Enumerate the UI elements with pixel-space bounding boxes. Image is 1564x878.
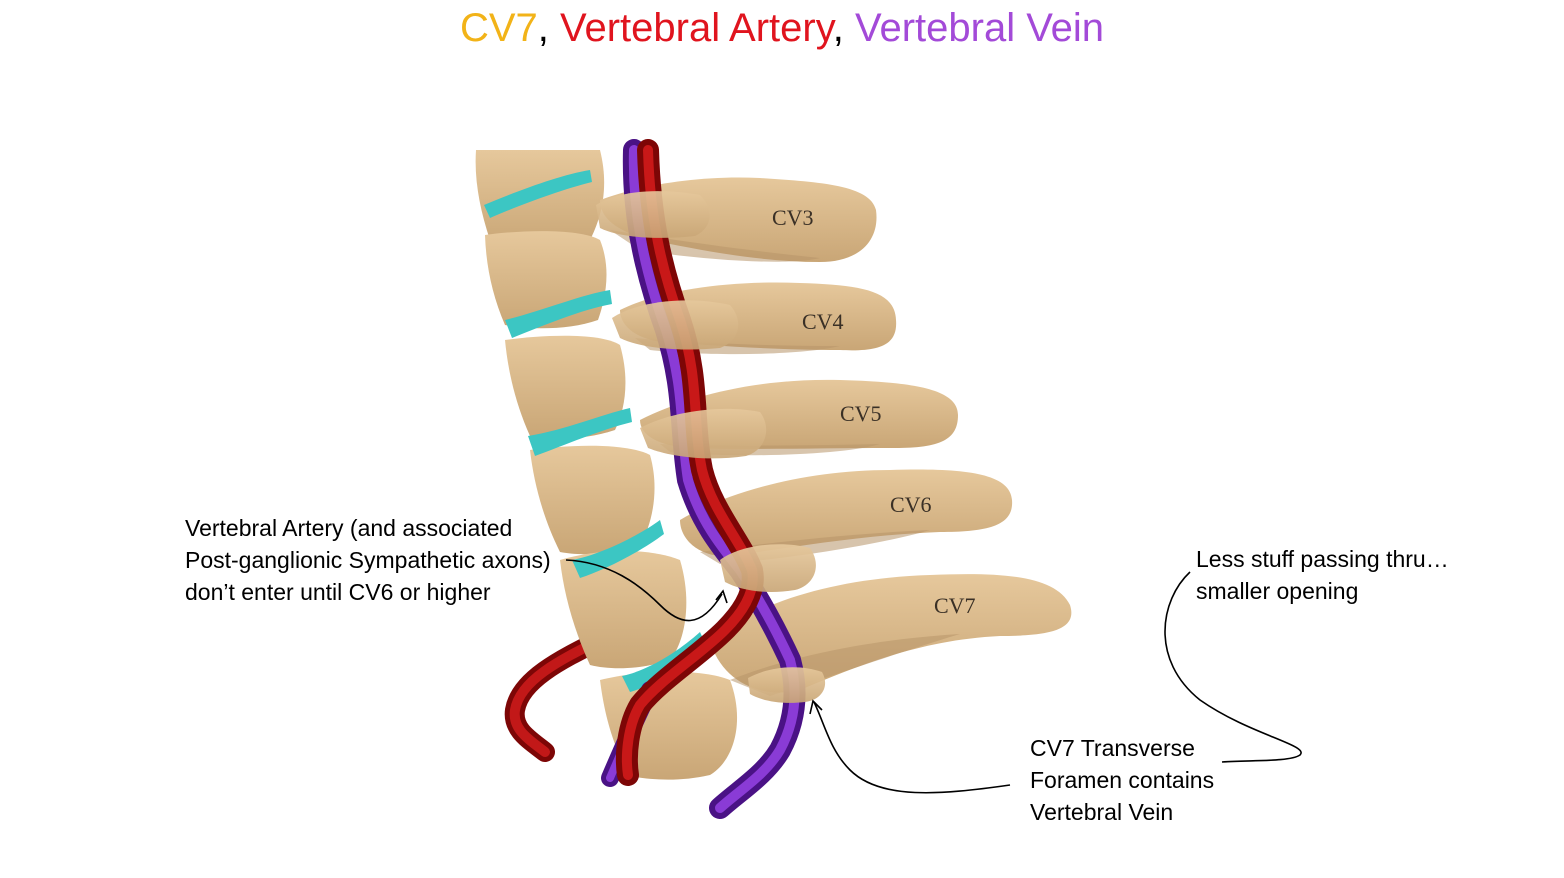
less-stuff-note-line: smaller opening [1196, 578, 1359, 604]
annotation-leaders [565, 559, 1302, 794]
vertebral-artery [615, 139, 764, 786]
foramen-note-line: CV7 Transverse [1030, 735, 1195, 761]
less-stuff-leader [1164, 571, 1302, 763]
title-vertebral-vein: Vertebral Vein [854, 6, 1105, 50]
artery-note-line: Post-ganglionic Sympathetic axons) [185, 547, 551, 573]
label-cv4: CV4 [802, 309, 844, 334]
page-title: CV7, Vertebral Artery, Vertebral Vein [0, 4, 1564, 52]
label-cv6: CV6 [890, 492, 932, 517]
artery-note-arrowhead [715, 589, 728, 604]
artery-note-line: don’t enter until CV6 or higher [185, 579, 491, 605]
foramen-note: CV7 Transverse Foramen contains Vertebra… [1030, 732, 1214, 828]
artery-note-leader [565, 559, 723, 622]
artery-entry-note: Vertebral Artery (and associated Post-ga… [185, 512, 551, 608]
foramen-note-line: Foramen contains [1030, 767, 1215, 793]
foramen-note-arrowhead [809, 699, 823, 715]
label-cv7: CV7 [934, 593, 976, 618]
intervertebral-discs [484, 170, 706, 692]
less-stuff-note: Less stuff passing thru… smaller opening [1196, 543, 1449, 607]
foramen-note-leader [813, 701, 1011, 794]
less-stuff-note-line: Less stuff passing thru… [1196, 546, 1449, 572]
title-separator: , [537, 6, 549, 50]
label-cv5: CV5 [840, 401, 882, 426]
foramen-note-line: Vertebral Vein [1030, 799, 1174, 825]
label-cv3: CV3 [772, 205, 814, 230]
title-cv7: CV7 [459, 6, 538, 50]
transverse-foramina [596, 191, 826, 703]
artery-note-line: Vertebral Artery (and associated [185, 515, 513, 541]
cv6-process [680, 469, 1013, 557]
title-separator: , [832, 6, 844, 50]
artery-branch-left [504, 630, 610, 762]
title-vertebral-artery: Vertebral Artery [560, 6, 833, 50]
